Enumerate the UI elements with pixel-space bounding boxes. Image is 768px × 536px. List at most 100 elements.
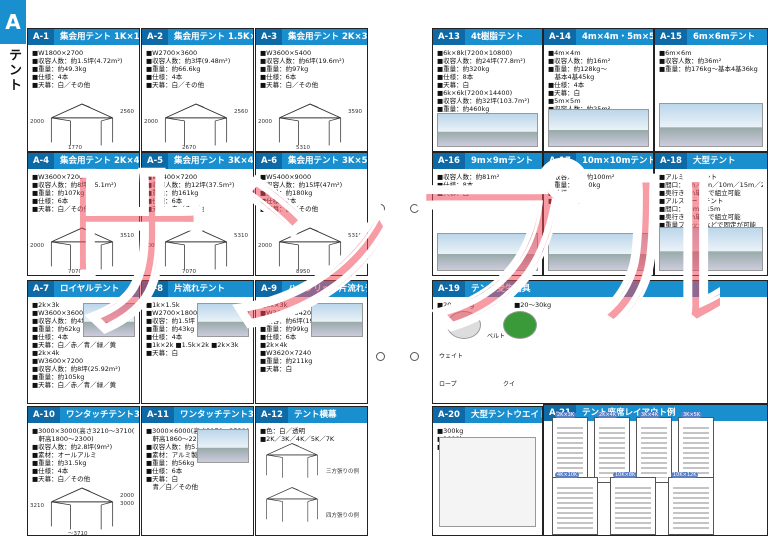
product-title: ハイブリッド片流れテント	[288, 284, 367, 294]
spec-line: ■仕様：6本	[146, 467, 183, 475]
spec-line: ■収容人数：約32坪(103.7m²)	[437, 97, 530, 105]
spec-line: ■2K／3K／4K／5K／7K	[260, 435, 335, 443]
spec-line: ■5m×5m	[548, 97, 581, 105]
product-photo	[659, 103, 763, 147]
product-specs: ■W1800×2700■収容人数：約1.5坪(4.72m²)■重量：約49.3k…	[32, 49, 135, 89]
seat-rows	[641, 424, 667, 478]
spec-line: ■重量：約460kg	[437, 105, 490, 113]
spec-line: ■W3600×7200	[32, 357, 84, 365]
spec-line: ■仕様：6本	[146, 197, 183, 205]
spec-line: ■仕様：8本	[437, 181, 474, 189]
spec-line: ■間口：10m／15m	[659, 205, 721, 213]
spec-line: ■奥行き5m単位で組立可能	[659, 213, 741, 221]
spec-line: ■仕様：4本	[146, 73, 183, 81]
spec-line: ■収容人数：約100m²	[548, 173, 615, 181]
product-photo	[548, 109, 649, 147]
product-id: A-9	[256, 281, 283, 297]
spec-line: ■天幕：白／赤／青／緑／黄	[32, 381, 117, 389]
seating-layout: 10K×12K	[668, 472, 714, 535]
spec-line: ■天幕：白	[437, 81, 470, 89]
spec-line: ■仕様：4本	[32, 467, 69, 475]
product-specs: ■W3600×5400■収容人数：約6坪(19.6m²)■重量：約97kg■仕様…	[260, 49, 363, 89]
seat-rows	[615, 484, 651, 530]
spec-line: ■重量：約107kg	[32, 189, 85, 197]
spec-line: ■重量：約180kg	[260, 189, 313, 197]
product-title: 大型テント	[692, 156, 736, 166]
spec-line: ■重量：約31.5kg	[32, 459, 87, 467]
spec-line: ■アルミールテント	[659, 173, 718, 181]
tent-drawing	[156, 225, 236, 275]
binder-hole	[410, 352, 419, 361]
curtain-label: 三方張りの例	[326, 469, 360, 475]
spec-line: ■天幕：白	[548, 197, 581, 205]
section-label: テント	[6, 48, 21, 93]
section-letter: A	[0, 0, 26, 44]
spec-line: ■重量ブロックなどで固定が可能	[659, 221, 757, 229]
curtain-label: 四方張りの例	[326, 513, 360, 519]
product-photo	[659, 227, 763, 271]
product-cell-a-18: A-18大型テント■アルミールテント■間口：5m／8m／10m／15m／20m／…	[654, 152, 768, 276]
product-header: A-13 4t樹脂テント	[433, 29, 542, 45]
spec-line: ■仕様：4本	[32, 73, 69, 81]
spec-line: ■収容人数：約15坪(47m²)	[260, 181, 343, 189]
dimension-label: 2000	[144, 119, 158, 125]
product-id: A-1	[28, 29, 55, 45]
product-title: ワンタッチテント3m×6m	[179, 410, 253, 420]
spec-line: ■素材：アルミ製	[146, 451, 198, 459]
accessory-label: ウェイト	[439, 353, 464, 360]
product-specs: ■2k×3k■W3620×5420■収容：約6坪(19.6m²)■重量：約99k…	[260, 301, 363, 373]
spec-line: ■6k×8k(7200×10800)	[437, 49, 513, 57]
spec-line: ■仕様：6本	[260, 333, 297, 341]
spec-line: ■仕様：4本	[548, 189, 585, 197]
spec-line: ■重量：約56kg	[146, 459, 195, 467]
product-specs: ■1k×1.5k■W2700×1800■収容：約1.5坪■重量：約43kg■仕様…	[146, 301, 249, 357]
spec-line: ■収容人数：約1.5坪(4.72m²)	[32, 57, 123, 65]
product-title: 6m×6mテント	[692, 32, 756, 42]
tent-drawing	[42, 485, 122, 535]
spec-line: ■20〜30kg	[514, 301, 552, 309]
product-photo	[437, 233, 538, 271]
product-id: A-5	[142, 153, 169, 169]
spec-line: ■天幕：白／その他	[32, 475, 91, 483]
product-id: A-4	[28, 153, 55, 169]
product-title: 4m×4m・5m×5mテント	[581, 32, 653, 42]
tent-drawing	[156, 101, 236, 151]
layout-size-tag: 3K×5K	[681, 412, 703, 418]
dimension-label: 7070	[182, 269, 196, 275]
tent-drawing	[42, 101, 122, 151]
spec-line: ■仕様：4本	[32, 333, 69, 341]
spec-line: ■重量：約97kg	[260, 65, 309, 73]
product-header: A-10ワンタッチテント3m×3m	[28, 407, 139, 423]
spec-line: ■天幕：白	[146, 349, 179, 357]
seat-rows	[557, 484, 593, 530]
spec-line: ■仕様：6本	[32, 197, 69, 205]
spec-line: ■6k×6k(7200×14400)	[437, 89, 513, 97]
dimension-label: 5310	[348, 233, 362, 239]
product-title: 4t樹脂テント	[470, 32, 524, 42]
spec-line: ■収容人数：約8坪(25.92m²)	[32, 365, 121, 373]
spec-line: ■収容人数：約4坪(12.96m²)	[32, 317, 121, 325]
product-specs: ■6m×6m■収容人数：約36m²■重量：約176kg〜基本4基36kg	[659, 49, 763, 73]
product-cell-a-11: A-11ワンタッチテント3m×6m■3000×6000(高さ3170〜3530(…	[141, 406, 254, 536]
dimension-label: 〜3710	[68, 531, 88, 536]
dimension-label: 2000	[258, 243, 272, 249]
dimension-label: 3510	[120, 233, 134, 239]
accessory-label: クイ	[503, 381, 516, 388]
dimension-label: 5310	[296, 145, 310, 151]
spec-line: ■2k×3k	[32, 301, 60, 309]
product-cell-a-9: A-9 ハイブリッド片流れテント ■2k×3k■W3620×5420■収容：約6坪(…	[255, 280, 368, 404]
product-id: A-13	[433, 29, 465, 45]
